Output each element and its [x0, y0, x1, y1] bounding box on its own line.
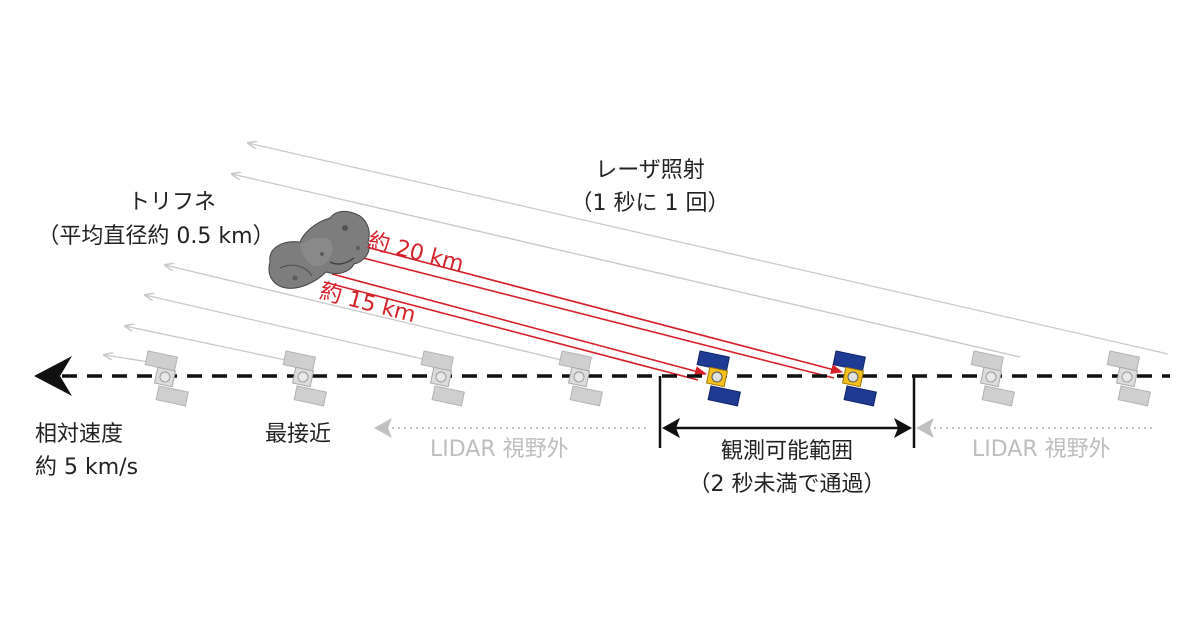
red-beam-near-a [331, 273, 707, 376]
gray-beam-5 [125, 326, 301, 364]
spacecraft-icon [832, 350, 877, 407]
laser-rate-label: （1 秒に 1 回） [570, 191, 730, 216]
out-of-view-left-label: LIDAR 視野外 [430, 437, 569, 462]
gray-beam-2 [232, 174, 1021, 358]
gray-beam-1 [248, 143, 1169, 355]
observable-range-label: 観測可能範囲 [720, 439, 854, 464]
out-of-view-right-label: LIDAR 視野外 [972, 437, 1111, 462]
spacecraft-icon [696, 350, 741, 407]
arrowhead-left-icon [34, 356, 72, 396]
gray-beam-4 [145, 295, 441, 364]
spacecraft-icon [558, 350, 603, 407]
observable-duration-label: （2 秒未満で通過） [688, 472, 886, 497]
spacecraft-icon [420, 350, 465, 407]
red-laser-beams [323, 237, 843, 381]
velocity-value-label: 約 5 km/s [35, 455, 139, 480]
laser-label: レーザ照射 [595, 158, 705, 183]
red-beam-near-b [323, 281, 699, 381]
observable-range-bracket [658, 376, 916, 448]
velocity-label: 相対速度 [35, 422, 124, 447]
spacecraft-icon [144, 350, 189, 407]
asteroid-name-label: トリフネ [127, 190, 217, 215]
spacecraft-icon [1106, 350, 1151, 407]
gray-beam-3 [165, 265, 575, 364]
closest-approach-label: 最接近 [265, 422, 332, 447]
out-of-view-arrows [374, 418, 1156, 438]
trajectory [34, 356, 1170, 396]
red-beam-far-b [323, 247, 835, 379]
asteroid-size-label: （平均直径約 0.5 km） [37, 224, 275, 249]
spacecraft-icon [970, 350, 1015, 407]
asteroid-icon [268, 210, 370, 289]
spacecraft-icon [282, 350, 327, 407]
red-beam-far-a [331, 237, 843, 375]
